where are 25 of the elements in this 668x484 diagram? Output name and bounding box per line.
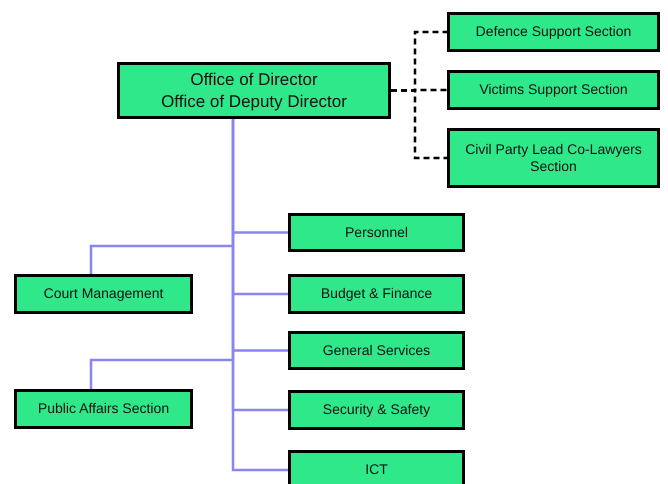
connector-line (391, 89, 447, 160)
org-unit-box (14, 389, 193, 429)
org-unit-box (288, 390, 465, 430)
org-unit-box (288, 331, 465, 370)
unit-name: Victims Support Section (479, 81, 628, 99)
unit-name: Defence Support Section (476, 23, 632, 41)
org-unit-box (288, 450, 465, 484)
org-unit-box (447, 12, 660, 52)
unit-name: Personnel (344, 224, 408, 242)
org-unit-box (14, 274, 193, 314)
connector-line (232, 119, 288, 472)
unit-name: ICT (365, 461, 388, 479)
unit-name: Civil Party Lead Co-Lawyers Section (464, 140, 643, 176)
unit-name: Court Management (44, 285, 164, 303)
org-unit-box (288, 213, 465, 252)
unit-name: Office of Deputy Director (161, 90, 347, 112)
org-unit-box (447, 128, 660, 188)
org-unit-box (117, 62, 391, 119)
unit-name: Security & Safety (322, 401, 430, 419)
unit-name: Office of Director (190, 69, 318, 90)
unit-name: Public Affairs Section (38, 400, 170, 418)
org-unit-box (288, 274, 465, 314)
unit-name: Budget & Finance (320, 285, 432, 303)
unit-name: General Services (322, 342, 430, 360)
org-unit-box (447, 70, 660, 110)
